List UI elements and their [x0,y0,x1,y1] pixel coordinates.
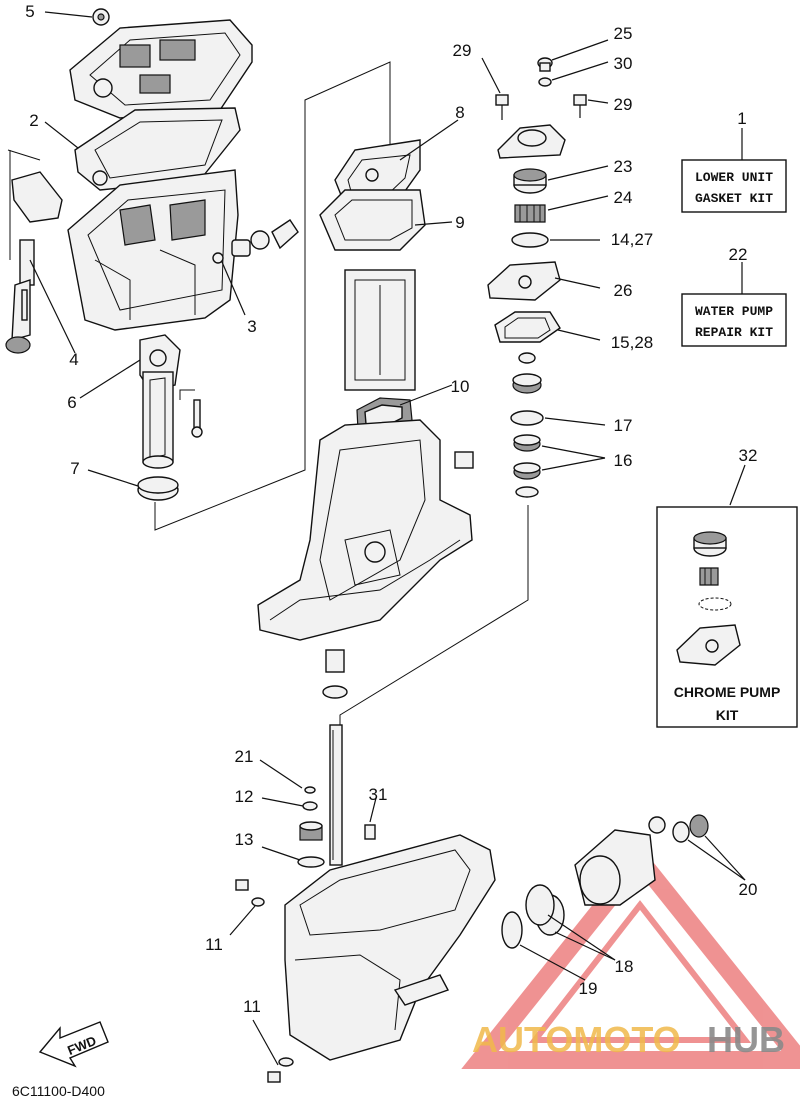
water-pump-parts [487,57,587,498]
callout-6: 6 [67,393,76,412]
callout-29-right: 29 [614,95,633,114]
callout-32: 32 [739,446,758,465]
callout-14-27: 14,27 [611,230,654,249]
callout-5: 5 [25,2,34,21]
callout-2: 2 [29,111,38,130]
diagram-code: 6C11100-D400 [12,1083,105,1099]
callout-22: 22 [729,245,748,264]
callout-1: 1 [737,109,746,128]
lower-unit-gasket-kit-box: LOWER UNIT GASKET KIT [681,159,787,213]
forward-direction-arrow: FWD [38,1021,109,1068]
callout-31: 31 [369,785,388,804]
callout-8: 8 [455,103,464,122]
driveshaft-housing-parts [137,334,203,501]
lower-case-assembly [235,724,709,1083]
callout-4: 4 [69,350,78,369]
watermark-triangle [461,845,800,1069]
water-pump-repair-kit-line2: REPAIR KIT [695,325,773,340]
water-pump-repair-kit-line1: WATER PUMP [695,304,773,319]
callout-11-upper: 11 [205,935,223,954]
driveshaft-housing [257,419,474,641]
lower-unit-gasket-kit-line1: LOWER UNIT [695,170,773,185]
callout-29-left: 29 [453,41,472,60]
chrome-pump-kit-box: CHROME PUMP KIT [656,506,798,728]
callout-30: 30 [614,54,633,73]
callout-12: 12 [235,787,254,806]
callout-15-28: 15,28 [611,333,654,352]
watermark-text-part1: AUTOMOTO [472,1019,681,1060]
callout-16: 16 [614,451,633,470]
callout-26: 26 [614,281,633,300]
watermark-logo: AUTOMOTO HUB [472,1019,785,1060]
leader-lines [29,11,769,1066]
callout-13: 13 [235,830,254,849]
callout-17: 17 [614,416,633,435]
callout-21: 21 [235,747,254,766]
callout-11-lower: 11 [243,997,261,1016]
watermark-text-part2: HUB [707,1019,785,1060]
water-pump-insert [322,649,348,699]
callout-19: 19 [579,979,598,998]
callout-18: 18 [615,957,634,976]
upper-mount-assembly [5,8,299,354]
chrome-pump-kit-line2: KIT [716,707,739,723]
callout-10: 10 [451,377,470,396]
callout-20: 20 [739,880,758,899]
callout-3: 3 [247,317,256,336]
callout-7: 7 [70,459,79,478]
chrome-pump-kit-line1: CHROME PUMP [674,684,781,700]
callout-23: 23 [614,157,633,176]
center-gaskets [319,139,426,433]
callout-25: 25 [614,24,633,43]
assembly-guide-lines [154,61,529,725]
callout-9: 9 [455,213,464,232]
water-pump-repair-kit-box: WATER PUMP REPAIR KIT [681,293,787,347]
lower-unit-gasket-kit-line2: GASKET KIT [695,191,773,206]
callout-24: 24 [614,188,633,207]
